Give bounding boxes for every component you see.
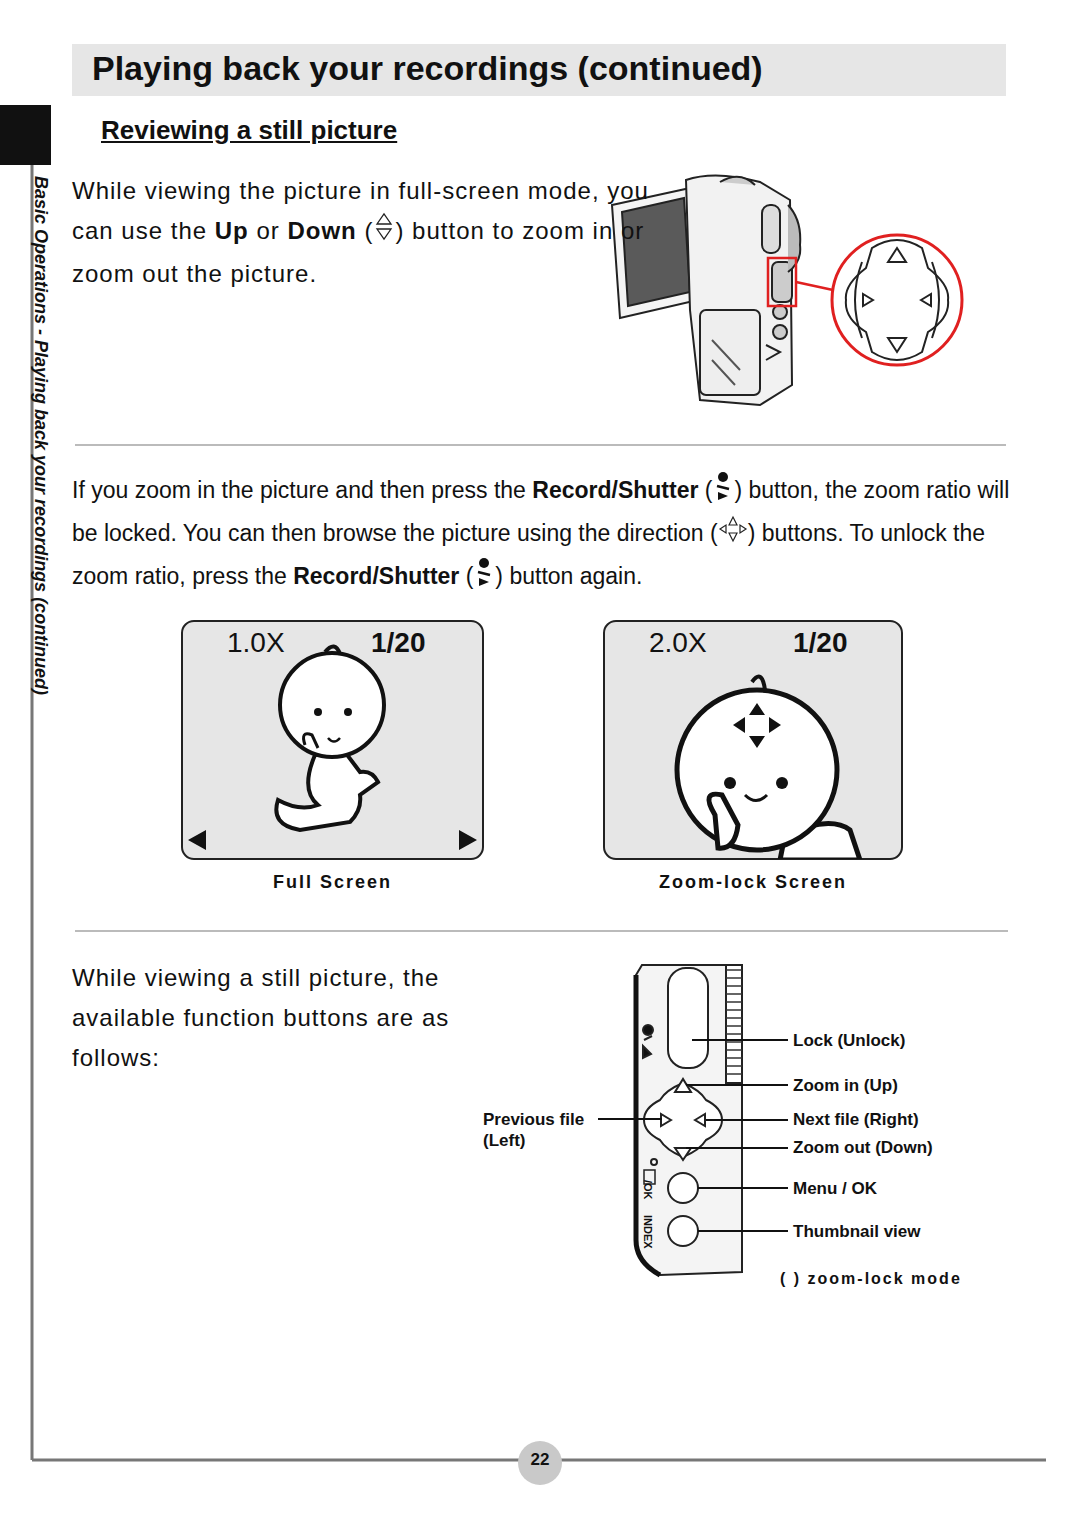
knurl-line: [726, 977, 742, 979]
side-tab: [0, 105, 51, 165]
inline-icon: [373, 212, 395, 254]
lcd-screen: [182, 621, 483, 859]
inline-icon: [718, 514, 748, 556]
file-counter: 1/20: [371, 627, 426, 659]
side-tab-text: Basic Operations - Playing back your rec…: [30, 176, 53, 695]
screen-caption: Zoom-lock Screen: [603, 872, 903, 893]
body-text: If you zoom in the picture and then pres…: [72, 477, 526, 503]
knurl-line: [726, 1049, 742, 1051]
knurl-line: [726, 1073, 742, 1075]
ud-icon: [373, 212, 395, 242]
callout-frame: [768, 258, 796, 306]
body-paragraph: If you zoom in the picture and then pres…: [72, 470, 1017, 599]
file-counter: 1/20: [793, 627, 848, 659]
rec-icon: [712, 471, 734, 501]
body-text: (: [364, 217, 373, 244]
button-label: Lock (Unlock): [793, 1030, 905, 1051]
rule: [75, 444, 1006, 446]
printed-marking: INDEX: [640, 1215, 654, 1249]
button-label: Zoom out (Down): [793, 1137, 933, 1158]
knurl-line: [726, 993, 742, 995]
dir-icon: [718, 514, 748, 544]
button-label: Menu / OK: [793, 1178, 877, 1199]
button-label: Previous file (Left): [483, 1109, 595, 1152]
legend-note: ( ) zoom-lock mode: [780, 1269, 962, 1289]
knurl-line: [726, 1041, 742, 1043]
camera-illustration: [612, 175, 800, 405]
leader-lines: [598, 1040, 788, 1231]
knurl-line: [726, 985, 742, 987]
body-paragraph: While viewing a still picture, the avail…: [72, 958, 502, 1078]
callout-circle: [832, 235, 962, 365]
screen-caption: Full Screen: [181, 872, 484, 893]
button-name: Down: [287, 217, 356, 244]
button-label: Next file (Right): [793, 1109, 919, 1130]
callout-line: [796, 282, 833, 290]
body-text: (: [705, 477, 713, 503]
knurl-line: [726, 1033, 742, 1035]
button-label: Thumbnail view: [793, 1221, 921, 1242]
knurl-line: [726, 1017, 742, 1019]
page-number: 22: [518, 1441, 562, 1485]
rec-icon: [473, 557, 495, 587]
knurl-line: [726, 1057, 742, 1059]
button-name: Record/Shutter: [532, 477, 698, 503]
knurl-line: [726, 1025, 742, 1027]
dpad-closeup: [846, 240, 948, 360]
knurl-line: [726, 969, 742, 971]
body-text: While viewing a still picture, the avail…: [72, 964, 449, 1071]
knurl-line: [726, 1065, 742, 1067]
inline-icon: [473, 557, 495, 599]
zoom-ratio: 2.0X: [649, 627, 707, 659]
body-text: (: [466, 563, 474, 589]
printed-marking: /OK: [640, 1180, 654, 1200]
zoom-ratio: 1.0X: [227, 627, 285, 659]
body-text: ) button again.: [495, 563, 642, 589]
knurl-line: [726, 1001, 742, 1003]
page-number-text: 22: [518, 1450, 562, 1470]
title-band: [72, 44, 1006, 96]
screen-panel: 2.0X 1/20Zoom-lock Screen: [603, 620, 903, 898]
button-label: Zoom in (Up): [793, 1075, 898, 1096]
lcd-screen-zoomed: [604, 621, 902, 860]
rule: [75, 930, 1008, 932]
screen-panel: 1.0X 1/20Full Screen: [181, 620, 484, 898]
page-title: Playing back your recordings (continued): [92, 49, 763, 88]
body-text: or: [256, 217, 279, 244]
button-name: Up: [215, 217, 249, 244]
knurl-line: [726, 1009, 742, 1011]
inline-icon: [712, 471, 734, 513]
button-name: Record/Shutter: [293, 563, 459, 589]
section-heading: Reviewing a still picture: [101, 114, 397, 147]
body-paragraph: While viewing the picture in full-screen…: [72, 171, 652, 294]
